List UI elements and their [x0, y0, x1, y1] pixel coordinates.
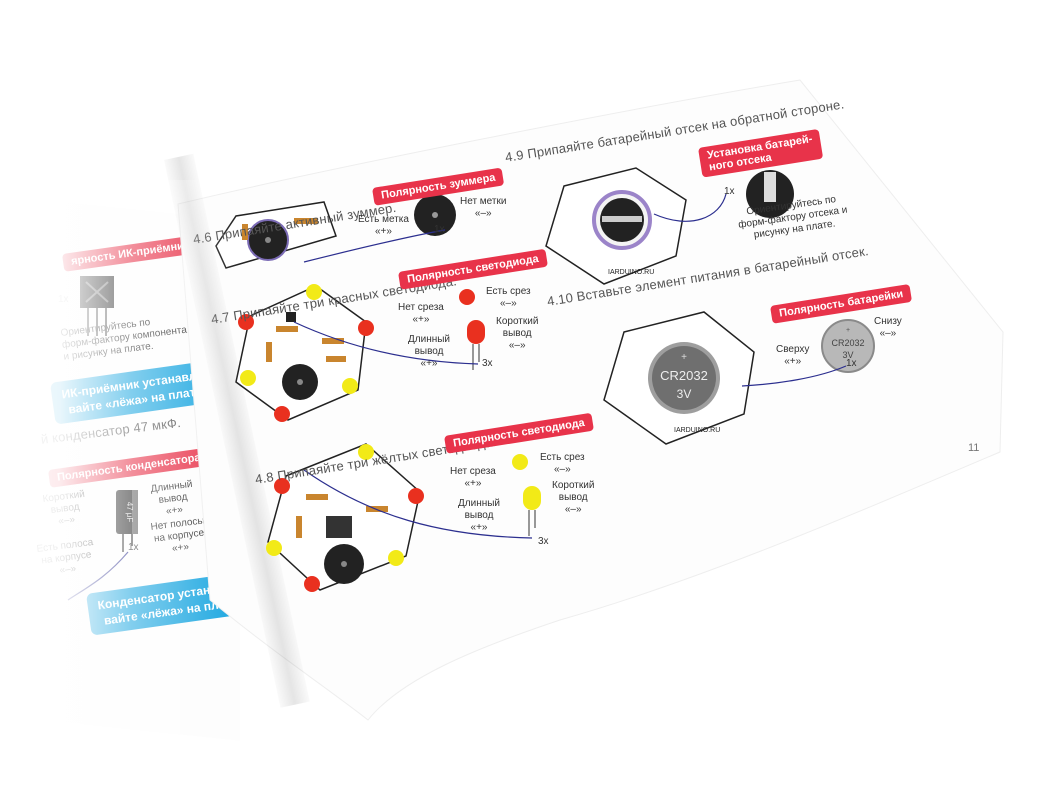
battery-model: CR2032 [831, 338, 864, 348]
board-brand-4-9: IARDUINO.RU [608, 269, 654, 276]
battery-board-model: CR2032 [660, 368, 708, 383]
yellow-led-board-drawing [266, 443, 424, 592]
yellow-led-side-view [523, 486, 541, 536]
battery-plus: + [846, 327, 850, 334]
buzzer-has-mark: Есть метка «+» [358, 214, 409, 237]
battery-board-voltage: 3V [677, 387, 692, 401]
battery-voltage: 3V [842, 350, 853, 360]
battery-drawing: + CR2032 3V [821, 319, 875, 373]
yellow-led-short-lead: Короткий вывод «–» [552, 480, 595, 515]
battery-board-plus: + [681, 352, 687, 363]
red-led-has-cut: Есть срез «–» [486, 286, 531, 309]
board-brand-4-10: IARDUINO.RU [674, 427, 720, 434]
buzzer-no-mark: Нет метки «–» [460, 196, 507, 219]
yellow-led-leader-line [303, 469, 533, 539]
red-led-board-drawing [235, 284, 374, 422]
buzzer-board-drawing [215, 201, 337, 269]
battery-bottom: Снизу «–» [874, 316, 902, 339]
battery-holder-drawing [746, 170, 794, 218]
red-led-leader-line [293, 321, 479, 365]
red-led-short-lead: Короткий вывод «–» [496, 316, 539, 351]
red-led-top-view [459, 289, 475, 305]
page-number: 11 [968, 442, 980, 454]
battery-board-drawing: + CR2032 3V IARDUINO.RU [603, 311, 755, 445]
red-led-side-view [467, 320, 485, 370]
yellow-led-top-view [512, 454, 528, 470]
red-led-no-cut: Нет среза «+» [398, 302, 444, 325]
buzzer-drawing [414, 194, 456, 236]
yellow-led-no-cut: Нет среза «+» [450, 466, 496, 489]
battery-leader-line [741, 365, 847, 387]
red-led-long-lead: Длинный вывод «+» [408, 334, 451, 369]
red-led-count: 3x [482, 358, 493, 369]
yellow-led-count: 3x [538, 536, 549, 547]
battery-top: Сверху «+» [776, 344, 810, 367]
buzzer-count: 1x [434, 224, 445, 235]
yellow-led-has-cut: Есть срез «–» [540, 452, 585, 475]
buzzer-leader-line [303, 229, 446, 263]
battery-holder-leader-line [653, 193, 727, 222]
battery-count: 1x [846, 358, 857, 369]
yellow-led-long-lead: Длинный вывод «+» [458, 498, 501, 533]
battery-holder-count: 1x [724, 186, 735, 197]
battery-holder-board-drawing: IARDUINO.RU [545, 167, 687, 285]
